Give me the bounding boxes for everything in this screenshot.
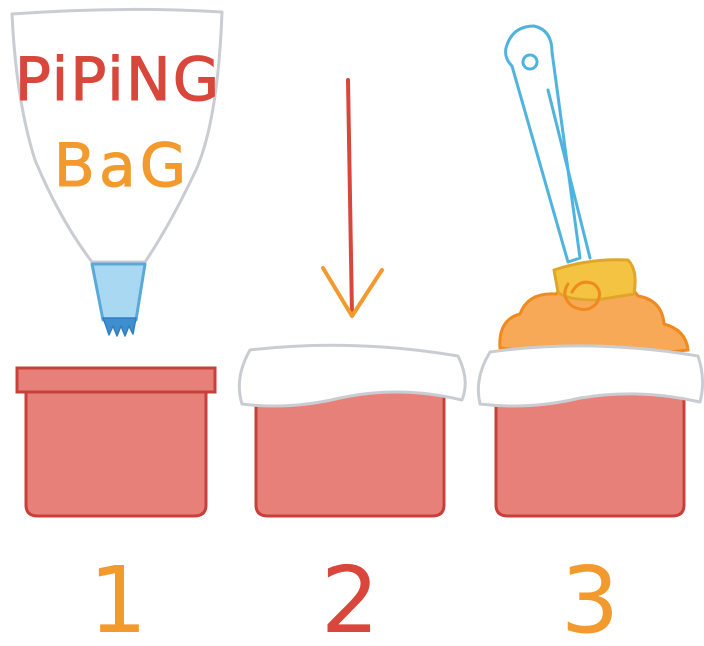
cup-1-body — [26, 392, 206, 516]
cup-2-body — [256, 390, 444, 516]
step-3-group — [478, 26, 702, 516]
step-2-group — [239, 80, 465, 516]
step-number-3: 3 — [561, 547, 620, 646]
cup-1-rim — [17, 368, 215, 392]
bag-label-line-1: PiPiNG — [15, 45, 221, 115]
down-arrow-shaft — [348, 80, 352, 315]
step-number-1: 1 — [89, 547, 148, 646]
piping-bag-nozzle — [92, 264, 145, 320]
cup-3-body — [496, 390, 684, 516]
cup-3-cover-sheet — [478, 346, 702, 406]
bag-label-line-2: BaG — [54, 131, 190, 201]
step-1-group: PiPiNG BaG — [12, 9, 222, 516]
spatula-hole — [523, 55, 537, 69]
nozzle-tip — [103, 318, 136, 336]
spatula-handle — [506, 26, 580, 262]
step-number-2: 2 — [321, 547, 380, 646]
